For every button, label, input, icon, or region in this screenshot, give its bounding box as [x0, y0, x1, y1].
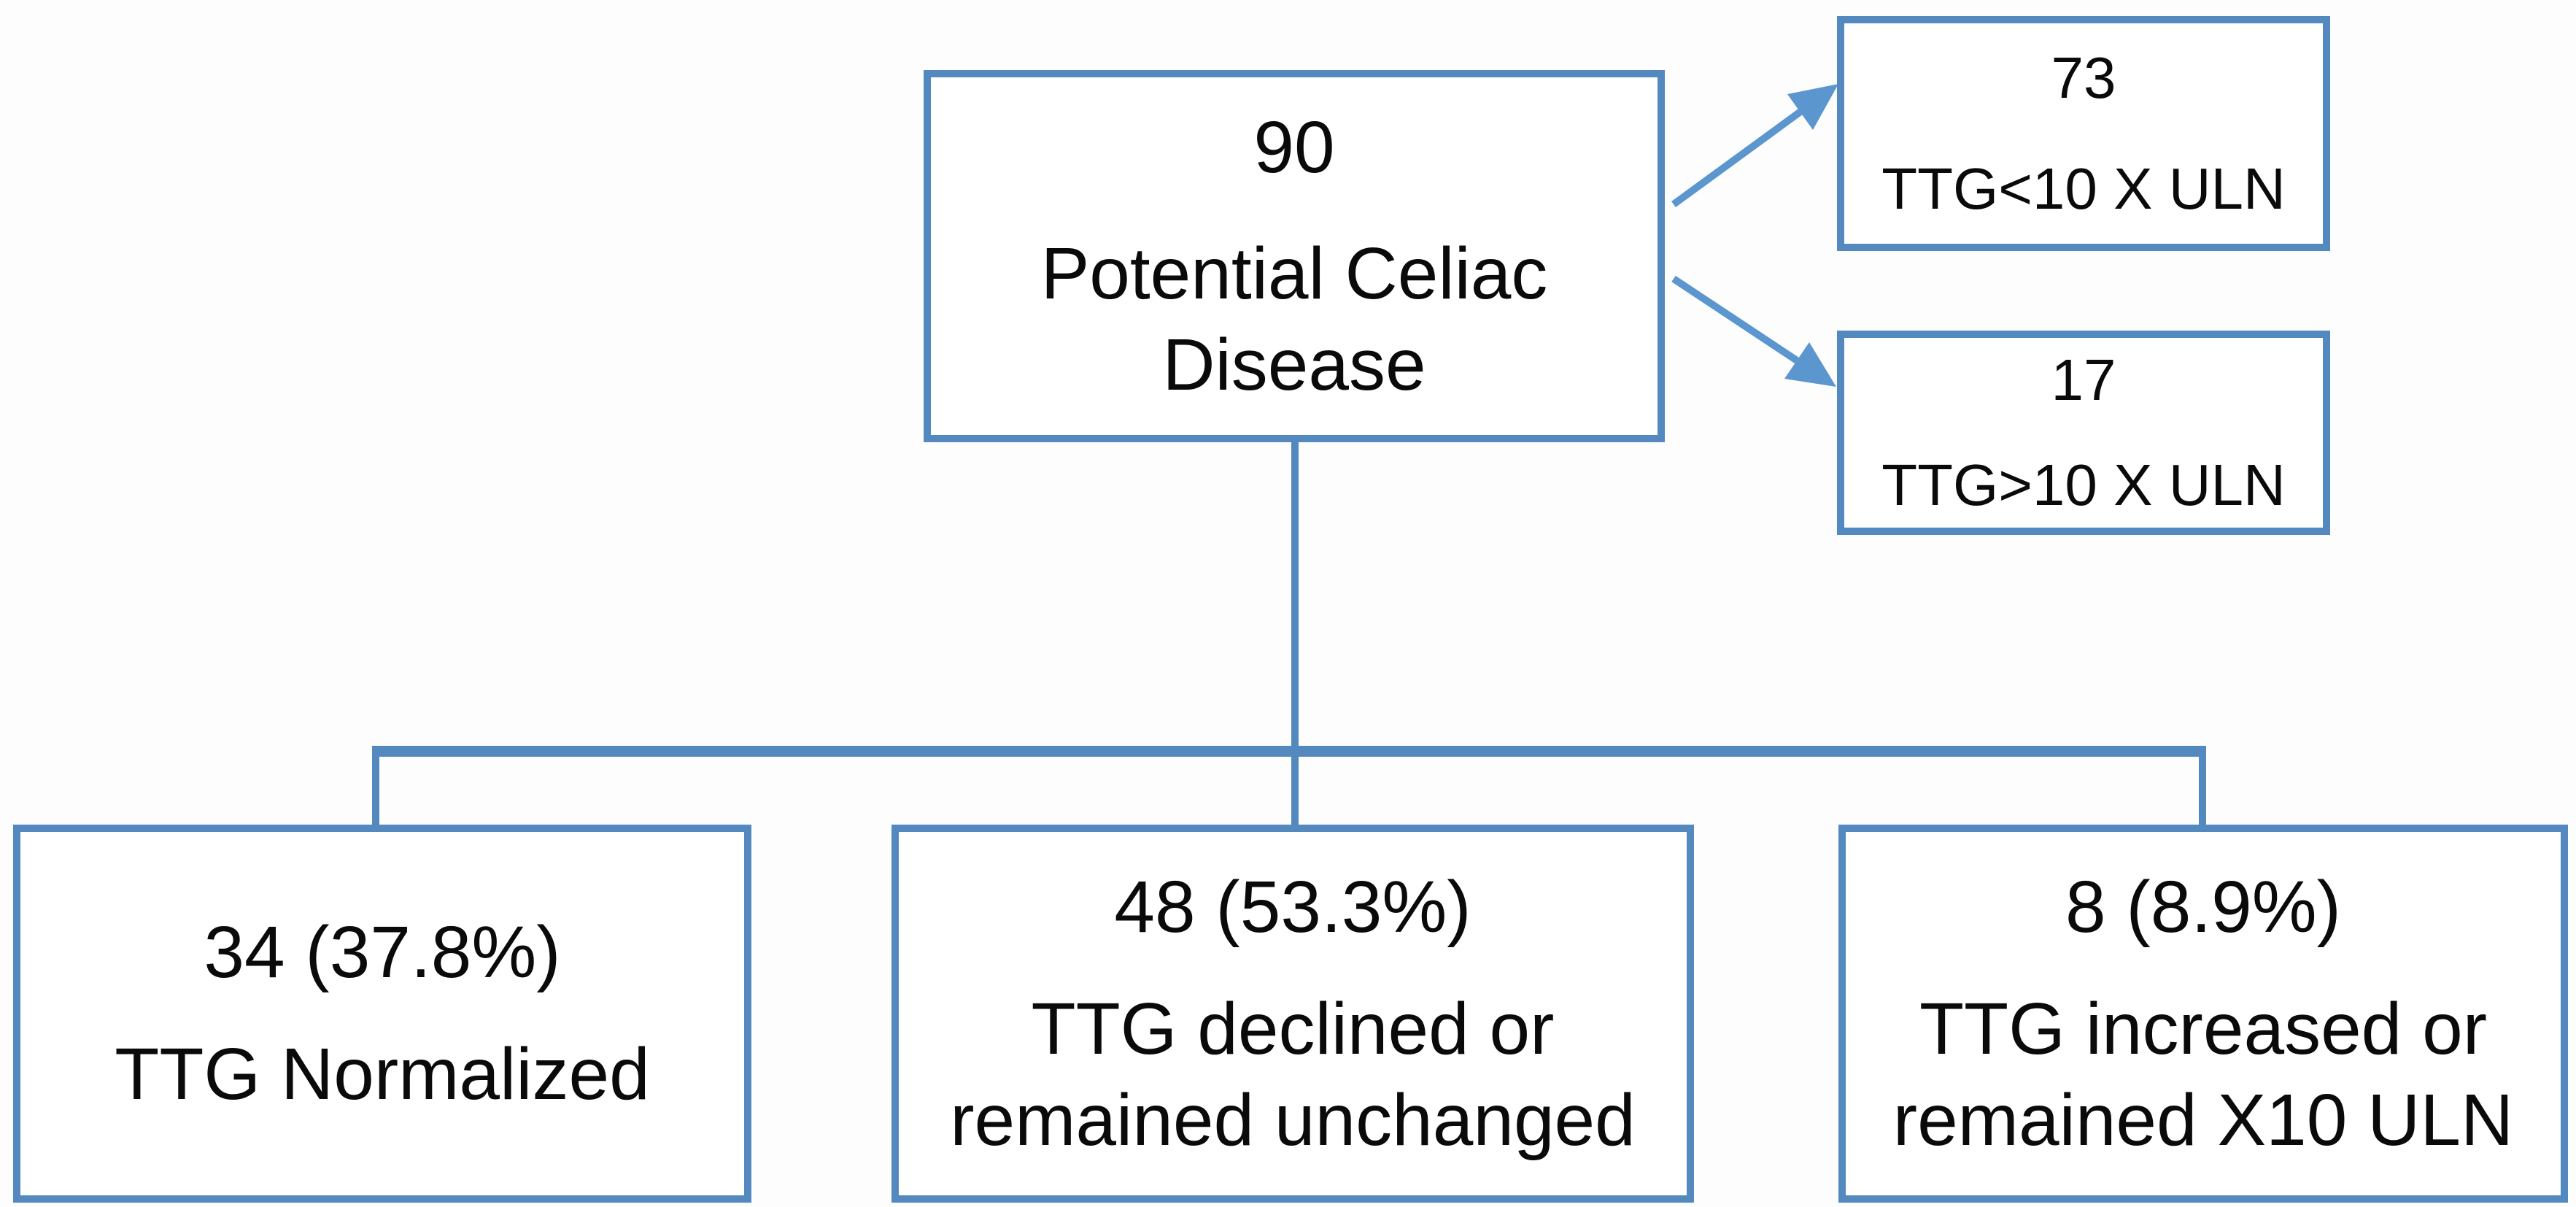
node-label-line: Disease — [1162, 323, 1426, 406]
node-label: TTG declined or remained unchanged — [950, 984, 1636, 1166]
node-label: TTG<10 X ULN — [1881, 156, 2286, 221]
node-value: 8 (8.9%) — [2065, 865, 2341, 948]
node-value: 48 (53.3%) — [1114, 865, 1471, 948]
node-label-line: TTG Normalized — [115, 1033, 650, 1115]
arrowhead-icon — [1787, 84, 1838, 130]
node-label-line: remained unchanged — [950, 1079, 1636, 1161]
node-value: 90 — [1253, 106, 1335, 188]
node-label-line: remained X10 ULN — [1892, 1079, 2514, 1161]
node-value: 34 (37.8%) — [204, 911, 561, 993]
arrow-to-ttg-gt10 — [1671, 275, 1836, 387]
node-outcome-ttg-declined: 48 (53.3%) TTG declined or remained unch… — [891, 825, 1694, 1203]
node-potential-celiac: 90 Potential Celiac Disease — [924, 70, 1665, 442]
arrow-to-ttg-lt10 — [1671, 84, 1838, 208]
node-value: 17 — [2051, 347, 2116, 412]
node-label: TTG Normalized — [115, 1029, 649, 1120]
connector-root-to-outcomes — [372, 439, 2206, 828]
arrowhead-icon — [1784, 342, 1836, 387]
node-label-line: Potential Celiac — [1040, 232, 1548, 315]
node-ttg-lt10-uln: 73 TTG<10 X ULN — [1837, 16, 2330, 251]
node-label: TTG increased or remained X10 ULN — [1893, 984, 2513, 1166]
node-outcome-ttg-normalized: 34 (37.8%) TTG Normalized — [13, 825, 751, 1203]
node-label: TTG>10 X ULN — [1881, 452, 2286, 517]
node-label-line: TTG increased or — [1919, 987, 2487, 1070]
node-value: 73 — [2051, 45, 2116, 110]
node-ttg-gt10-uln: 17 TTG>10 X ULN — [1837, 331, 2330, 535]
node-outcome-ttg-increased: 8 (8.9%) TTG increased or remained X10 U… — [1838, 825, 2568, 1203]
node-label: Potential Celiac Disease — [1041, 228, 1548, 411]
node-label-line: TTG declined or — [1031, 987, 1555, 1070]
